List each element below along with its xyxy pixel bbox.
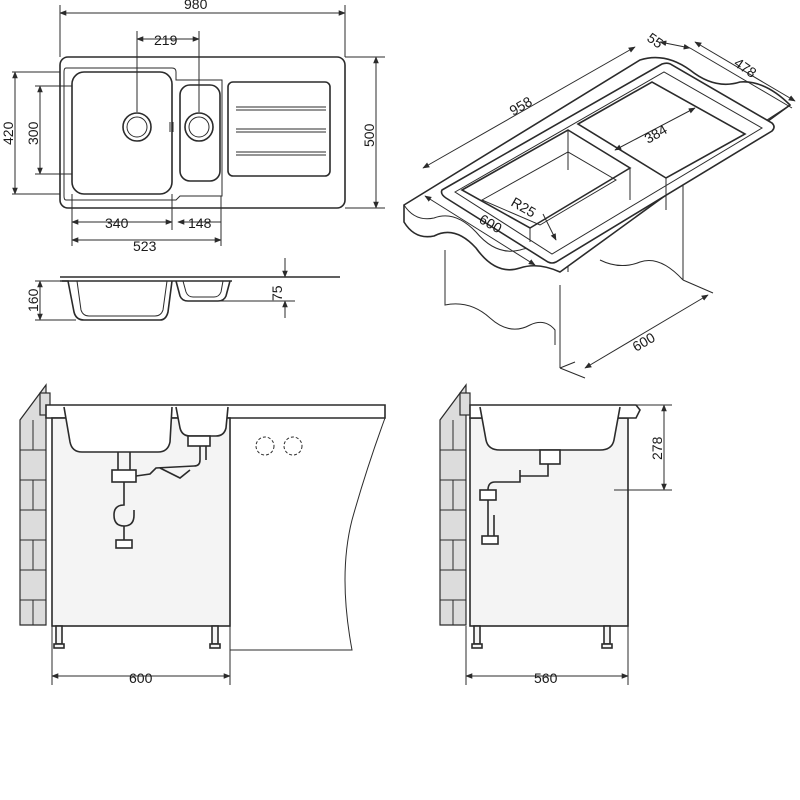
dim-iso-width: 478 (731, 54, 759, 81)
sink-outline (59, 56, 346, 209)
dim-overall-width: 500 (361, 123, 377, 147)
isometric-view: 55 478 958 384 R25 600 600 (403, 29, 796, 379)
dim-depth-small: 75 (269, 285, 285, 301)
dim-iso-length: 958 (507, 93, 535, 119)
bowl-surround (63, 67, 223, 201)
dim-side-cabinet-depth: 560 (534, 670, 558, 686)
dim-bowls-total-width: 523 (133, 238, 157, 254)
dim-side-sink-height: 278 (649, 436, 665, 460)
side-cabinet (469, 417, 629, 627)
front-installation-view: 600 (19, 383, 386, 686)
side-installation-view: 278 560 (439, 383, 672, 686)
section-view: 160 75 (25, 258, 340, 321)
drainer-board (227, 81, 331, 177)
dim-iso-flange: 55 (644, 29, 666, 51)
dim-bowl-center-spacing: 219 (154, 32, 178, 48)
dim-overall-length: 980 (184, 0, 208, 12)
dim-iso-cabinet-depth: 600 (630, 329, 658, 355)
main-bowl (71, 71, 173, 195)
small-bowl-waste-icon (184, 112, 214, 142)
dim-bowl-height: 300 (25, 121, 41, 145)
small-bowl (179, 84, 221, 182)
dim-small-bowl-width: 148 (188, 215, 212, 231)
top-view: 980 219 420 300 500 340 148 523 (0, 0, 385, 254)
dim-inner-height: 420 (0, 121, 16, 145)
main-bowl-waste-icon (122, 112, 152, 142)
dim-depth-main: 160 (25, 288, 41, 312)
dim-front-cabinet-width: 600 (129, 670, 153, 686)
dim-main-bowl-width: 340 (105, 215, 129, 231)
